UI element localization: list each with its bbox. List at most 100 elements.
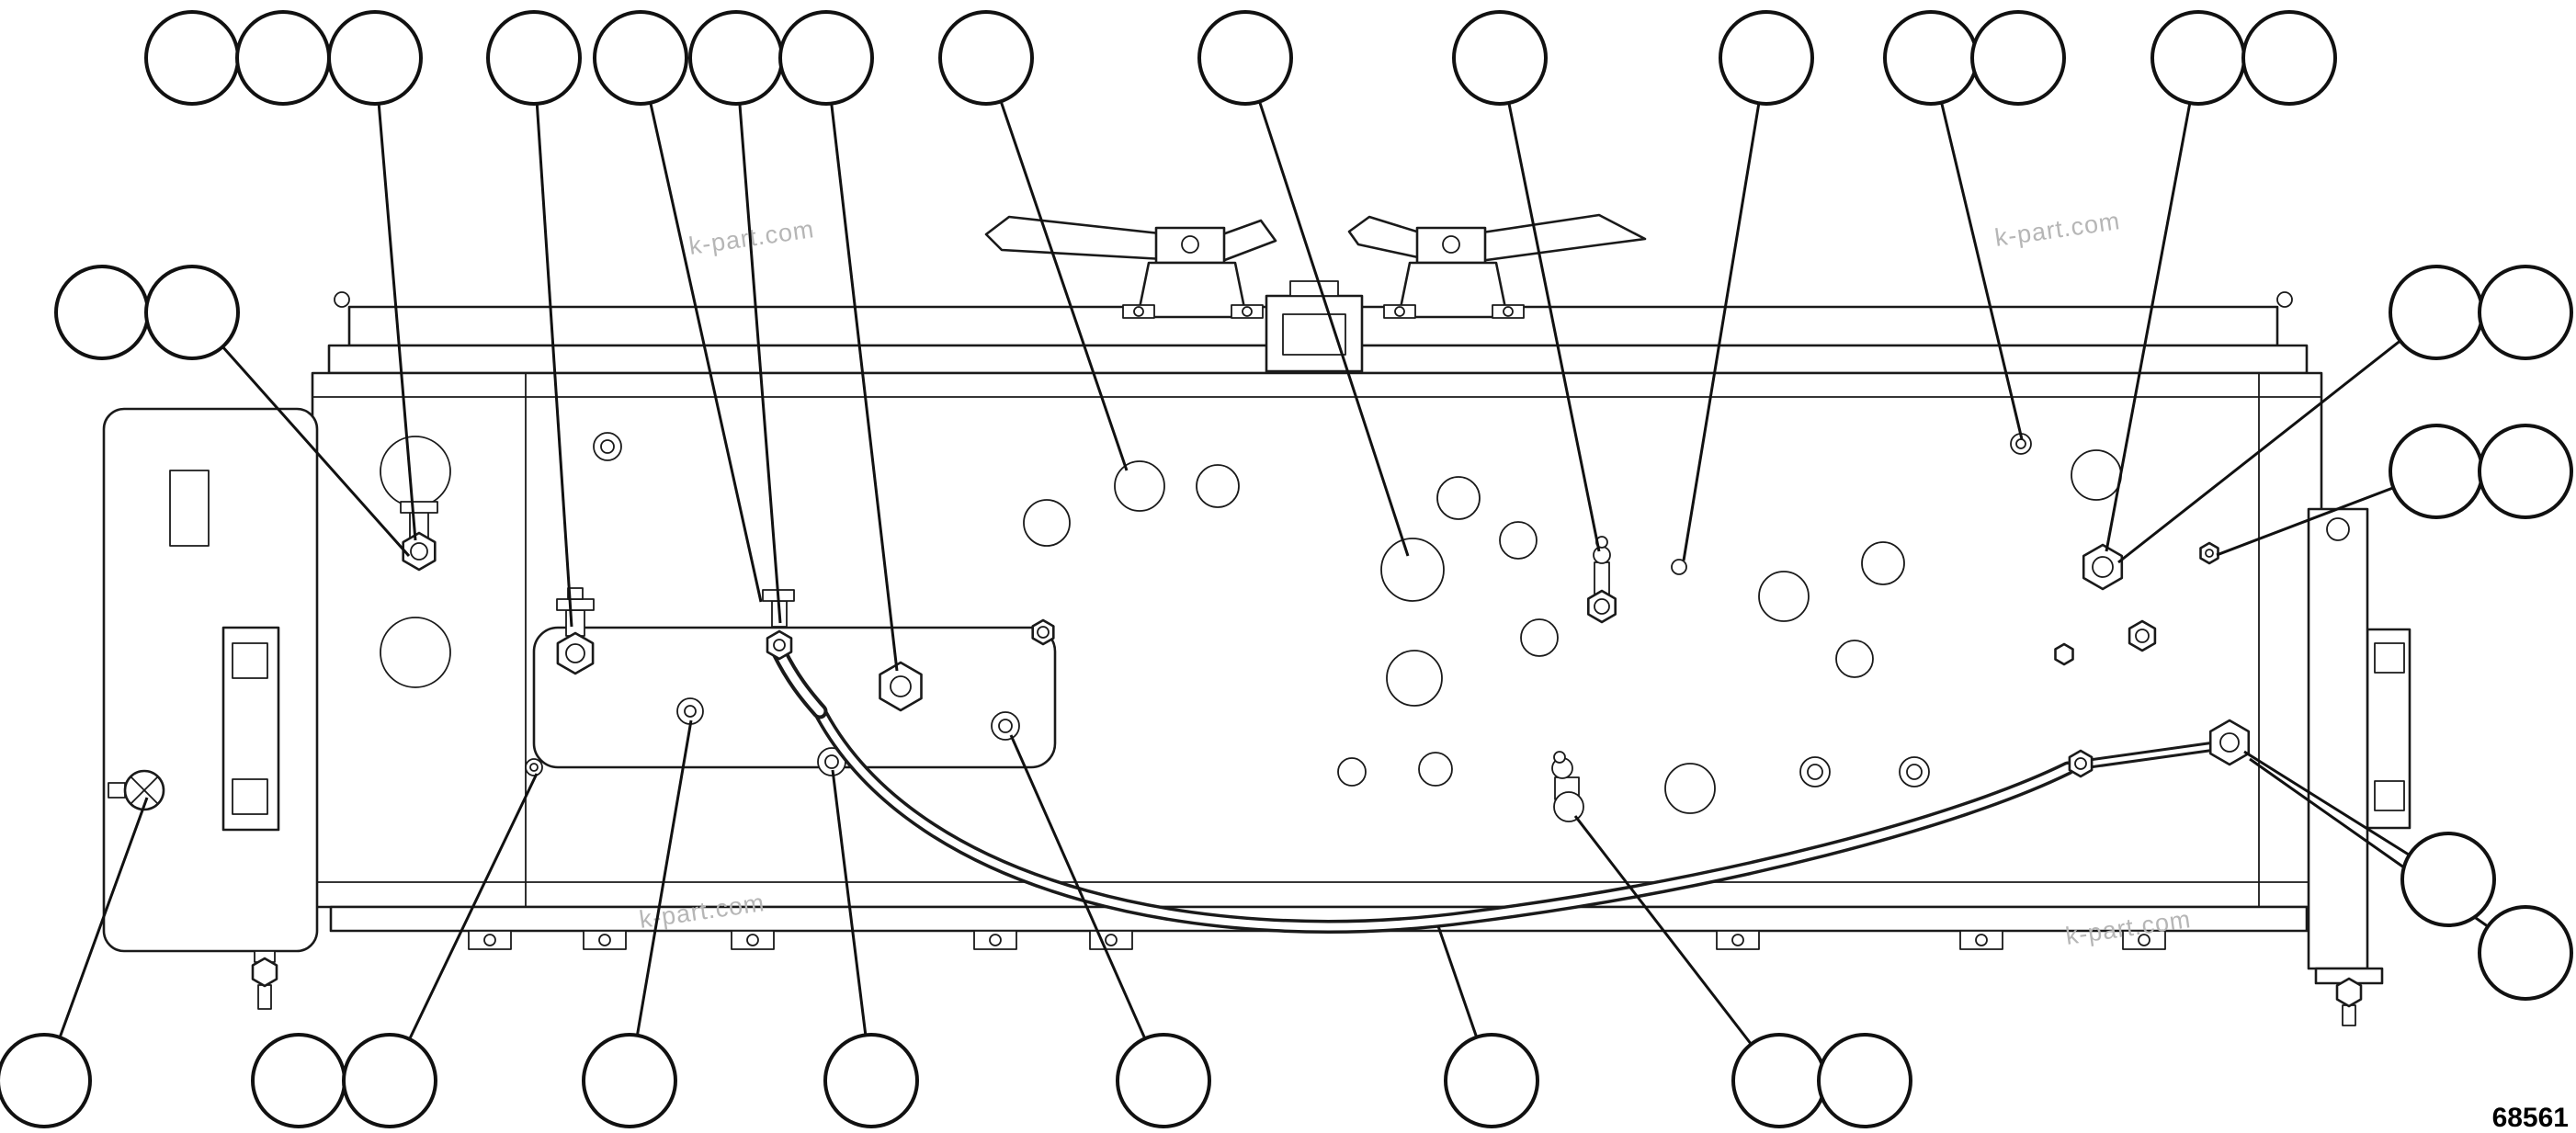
left-bracket-slot — [169, 470, 210, 547]
fitting-detail — [1553, 791, 1584, 822]
callout-balloon-11 — [1719, 10, 1814, 106]
callout-balloon-24 — [0, 1033, 92, 1128]
hydraulic-hose — [771, 644, 2216, 934]
callout-balloon-22 — [2400, 832, 2496, 927]
callout-balloon-08 — [938, 10, 1034, 106]
left-bracket-plate — [102, 407, 319, 953]
callout-balloon-28 — [823, 1033, 919, 1128]
callout-balloon-16 — [54, 265, 150, 360]
hose-elbow — [775, 648, 824, 716]
cross-bolt-stem — [108, 782, 126, 799]
hose-end-nut-bore — [2219, 732, 2240, 753]
right-bracket-plate — [2307, 507, 2369, 970]
lever-assembly-left — [984, 215, 1277, 319]
foot-bolt — [1975, 934, 1988, 946]
leader-line-balloon-29 — [1009, 734, 1165, 1082]
foot-bolt — [1731, 934, 1744, 946]
fitting-stem — [567, 587, 584, 600]
foot-bolt — [1105, 934, 1118, 946]
left-bracket — [102, 407, 319, 1010]
right-bracket — [2307, 507, 2384, 1026]
flange-bolt — [1394, 306, 1405, 317]
panel-hole — [1337, 757, 1367, 787]
hex-fitting-bore — [1594, 598, 1610, 615]
hex-fitting — [2054, 642, 2074, 666]
fitting-detail — [1593, 546, 1611, 564]
ring-fitting-inner — [684, 705, 697, 718]
callout-balloon-02 — [235, 10, 331, 106]
callout-balloon-12 — [1883, 10, 1979, 106]
leader-line-balloon-28 — [831, 769, 873, 1082]
right-ear-hole-bottom — [2374, 780, 2405, 811]
foot-bolt — [483, 934, 496, 946]
foot-bolt — [2138, 934, 2150, 946]
leader-line-balloon-10 — [1498, 57, 1601, 552]
cross-bolt — [108, 769, 165, 811]
leader-line-balloon-24 — [42, 797, 149, 1082]
leader-line-balloon-09 — [1243, 57, 1410, 557]
panel-hole — [1436, 476, 1481, 520]
panel-hole — [2071, 449, 2122, 501]
callout-balloon-15 — [2241, 10, 2337, 106]
hex-fitting-bore — [565, 643, 585, 663]
leader-line-balloon-08 — [984, 57, 1129, 471]
leader-line-balloon-23 — [2249, 757, 2526, 955]
callout-balloon-17 — [144, 265, 240, 360]
callout-balloon-05 — [593, 10, 688, 106]
callout-balloon-13 — [1970, 10, 2066, 106]
rail-nub-left — [334, 291, 350, 308]
hose-body — [818, 711, 2071, 931]
left-foot-shaft — [257, 984, 272, 1010]
ring-fitting-inner — [2015, 438, 2026, 449]
leader-line-balloon-06 — [734, 57, 782, 624]
hose-end-nut-bore — [2074, 757, 2087, 770]
rail-nub-right — [2276, 291, 2293, 308]
ring-fitting-inner — [824, 754, 839, 769]
panel-hole — [1386, 650, 1443, 707]
leader-line-balloon-14 — [2105, 57, 2200, 552]
foot-bolt — [746, 934, 759, 946]
flange-bolt — [1503, 306, 1514, 317]
callout-balloon-09 — [1197, 10, 1293, 106]
lever-right-blade — [1474, 213, 1647, 263]
foot-bolt — [989, 934, 1002, 946]
callout-balloon-25 — [251, 1033, 346, 1128]
lever-left-blade — [1347, 215, 1428, 261]
watermark-2: k-part.com — [1993, 207, 2122, 252]
right-bracket-bolt — [2326, 517, 2350, 541]
panel-hole — [1520, 618, 1559, 657]
leader-line-balloon-27 — [628, 719, 693, 1082]
callout-balloon-03 — [327, 10, 423, 106]
panel-hole — [380, 617, 451, 688]
leader-line-balloon-03 — [373, 57, 417, 541]
hex-fitting-bore — [2092, 556, 2114, 578]
ring-fitting-inner — [1807, 764, 1823, 780]
callout-balloon-26 — [342, 1033, 437, 1128]
hex-fitting-bore — [2135, 629, 2150, 643]
fitting-detail — [1553, 751, 1566, 764]
sub-plate — [532, 626, 1057, 769]
callout-balloon-31 — [1731, 1033, 1827, 1128]
callout-balloon-23 — [2478, 905, 2573, 1001]
panel-hole — [1114, 460, 1165, 512]
left-mounting-ear — [221, 626, 280, 832]
callout-balloon-06 — [688, 10, 784, 106]
hex-fitting — [2335, 977, 2363, 1008]
hose-end-nut-bore — [773, 639, 786, 651]
fitting-stem — [400, 501, 438, 514]
lever-left-blade — [984, 215, 1165, 261]
leader-line-balloon-05 — [639, 57, 763, 603]
leader-line-balloon-07 — [824, 57, 899, 672]
callout-balloon-10 — [1452, 10, 1548, 106]
callout-balloon-07 — [778, 10, 874, 106]
panel-hole — [1499, 521, 1538, 560]
panel-hole — [1380, 538, 1445, 602]
right-ear-hole-top — [2374, 642, 2405, 674]
leader-line-balloon-17 — [190, 312, 411, 557]
cross-bolt-slot — [130, 776, 159, 805]
callouts-layer — [0, 10, 2573, 1128]
callout-balloon-20 — [2389, 424, 2484, 519]
panel-hole — [1671, 559, 1687, 575]
callout-balloon-27 — [582, 1033, 677, 1128]
